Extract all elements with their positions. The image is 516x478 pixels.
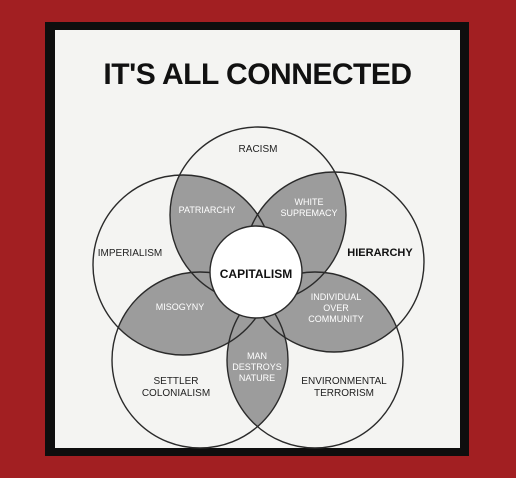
label-man-line1: MAN — [247, 351, 267, 361]
label-environmental-line1: ENVIRONMENTAL — [301, 376, 387, 387]
poster-title: IT'S ALL CONNECTED — [103, 58, 412, 91]
label-hierarchy: HIERARCHY — [347, 247, 413, 259]
label-white-line1: WHITE — [295, 197, 324, 207]
label-settler-line1: SETTLER — [153, 376, 198, 387]
label-individual-line1: INDIVIDUAL — [311, 292, 362, 302]
label-environmental-line2: TERRORISM — [314, 388, 374, 399]
center-circle — [209, 225, 303, 319]
label-misogyny: MISOGYNY — [156, 302, 205, 312]
label-man-line2: DESTROYS — [232, 362, 282, 372]
circle-settler-colonialism — [111, 271, 289, 449]
label-white-line2: SUPREMACY — [280, 208, 337, 218]
label-patriarchy: PATRIARCHY — [179, 205, 236, 215]
label-racism: RACISM — [239, 144, 278, 155]
label-man-line3: NATURE — [239, 373, 275, 383]
label-capitalism: CAPITALISM — [220, 267, 292, 281]
circle-environmental-terrorism — [226, 271, 404, 449]
label-individual-line3: COMMUNITY — [308, 314, 364, 324]
label-imperialism: IMPERIALISM — [98, 248, 162, 259]
label-individual-line2: OVER — [323, 303, 349, 313]
label-settler-line2: COLONIALISM — [142, 388, 210, 399]
